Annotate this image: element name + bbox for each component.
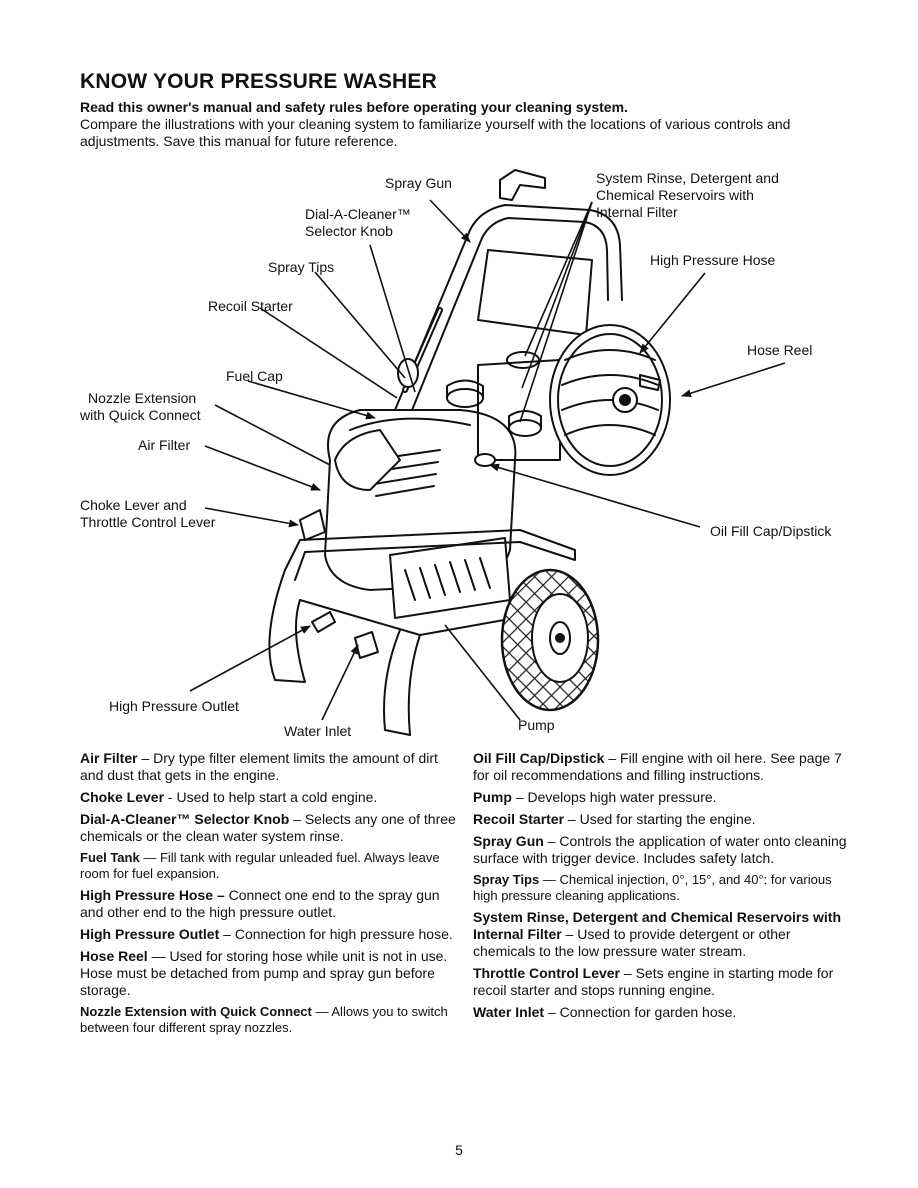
- definition-entry: Oil Fill Cap/Dipstick – Fill engine with…: [473, 750, 853, 784]
- definition-text: — Allows you to switch between four diff…: [80, 1004, 448, 1035]
- rear-panel: [477, 249, 593, 336]
- base-frame: [284, 529, 576, 581]
- definition-term: High Pressure Outlet: [80, 926, 220, 942]
- label-nozzle-extension-line1: Nozzle Extension: [88, 390, 196, 406]
- definition-term: High Pressure Hose –: [80, 887, 225, 903]
- definition-entry: Dial-A-Cleaner™ Selector Knob – Selects …: [80, 811, 460, 845]
- definition-text: – Develops high water pressure.: [511, 789, 717, 805]
- label-high-pressure-hose: High Pressure Hose: [650, 252, 775, 268]
- choke-lever: [299, 509, 326, 541]
- definition-text: – Used to provide detergent or other che…: [473, 926, 791, 959]
- label-dial-a-cleaner-line1: Dial-A-Cleaner™: [305, 206, 411, 222]
- definitions-right-column: Oil Fill Cap/Dipstick – Fill engine with…: [473, 750, 853, 1026]
- reservoir-cap-2: [508, 419, 542, 437]
- label-system-rinse-line1: System Rinse, Detergent and: [596, 170, 779, 186]
- definition-entry: High Pressure Hose – Connect one end to …: [80, 887, 460, 921]
- definition-term: Choke Lever: [80, 789, 165, 805]
- outlet-fitting: [311, 611, 336, 633]
- definition-entry: Recoil Starter – Used for starting the e…: [473, 811, 853, 828]
- definition-text: — Fill tank with regular unleaded fuel. …: [80, 850, 440, 881]
- front-leg: [268, 569, 306, 683]
- label-nozzle-extension-line2: with Quick Connect: [79, 407, 201, 423]
- definition-text: — Used for storing hose while unit is no…: [80, 948, 448, 998]
- definition-term: Oil Fill Cap/Dipstick: [473, 750, 605, 766]
- definition-entry: Pump – Develops high water pressure.: [473, 789, 853, 806]
- leader-lines: [189, 199, 786, 721]
- definition-text: — Chemical injection, 0°, 15°, and 40°: …: [473, 872, 832, 903]
- definition-entry: Air Filter – Dry type filter element lim…: [80, 750, 460, 784]
- pressure-washer-illustration: [268, 169, 671, 736]
- label-pump: Pump: [518, 717, 555, 733]
- label-recoil-starter: Recoil Starter: [208, 298, 293, 314]
- label-choke-line2: Throttle Control Lever: [80, 514, 216, 530]
- frame-handle: [394, 204, 623, 411]
- definition-entry: Nozzle Extension with Quick Connect — Al…: [80, 1004, 460, 1036]
- definition-text: – Used for starting the engine.: [564, 811, 756, 827]
- page-number: 5: [455, 1142, 463, 1158]
- lead-instruction: Read this owner's manual and safety rule…: [80, 99, 628, 115]
- definition-entry: System Rinse, Detergent and Chemical Res…: [473, 909, 853, 960]
- callout-labels: Spray Gun Dial-A-Cleaner™ Selector Knob …: [79, 170, 832, 739]
- definition-text: – Sets engine in starting mode for recoi…: [473, 965, 834, 998]
- definition-text: – Fill engine with oil here. See page 7 …: [473, 750, 842, 783]
- definition-text: – Dry type filter element limits the amo…: [80, 750, 438, 783]
- definition-term: Pump: [473, 789, 512, 805]
- recoil-starter: [397, 358, 419, 388]
- definition-term: Water Inlet: [473, 1004, 545, 1020]
- label-system-rinse-line3: Internal Filter: [596, 204, 678, 220]
- spray-gun: [499, 169, 546, 201]
- definition-term: Spray Tips: [473, 872, 540, 887]
- definitions-left-column: Air Filter – Dry type filter element lim…: [80, 750, 460, 1041]
- oil-fill-cap: [474, 453, 496, 467]
- label-water-inlet: Water Inlet: [284, 723, 351, 739]
- definition-term: Fuel Tank: [80, 850, 140, 865]
- pressure-washer-diagram: Spray Gun Dial-A-Cleaner™ Selector Knob …: [0, 160, 918, 750]
- label-fuel-cap: Fuel Cap: [226, 368, 283, 384]
- label-oil-fill: Oil Fill Cap/Dipstick: [710, 523, 832, 539]
- definition-entry: Spray Gun – Controls the application of …: [473, 833, 853, 867]
- definition-entry: Water Inlet – Connection for garden hose…: [473, 1004, 853, 1021]
- definition-term: Dial-A-Cleaner™ Selector Knob: [80, 811, 290, 827]
- definition-text: – Connection for garden hose.: [544, 1004, 737, 1020]
- label-spray-gun: Spray Gun: [385, 175, 452, 191]
- label-choke-line1: Choke Lever and: [80, 497, 187, 513]
- definition-entry: Fuel Tank — Fill tank with regular unlea…: [80, 850, 460, 882]
- definition-term: Nozzle Extension with Quick Connect: [80, 1004, 312, 1019]
- definition-term: Spray Gun: [473, 833, 544, 849]
- definition-term: Throttle Control Lever: [473, 965, 621, 981]
- definition-entry: Spray Tips — Chemical injection, 0°, 15°…: [473, 872, 853, 904]
- label-air-filter: Air Filter: [138, 437, 190, 453]
- definition-term: Recoil Starter: [473, 811, 565, 827]
- air-filter-cover: [334, 429, 401, 491]
- definition-term: Hose Reel: [80, 948, 148, 964]
- label-high-pressure-outlet: High Pressure Outlet: [109, 698, 239, 714]
- label-hose-reel: Hose Reel: [747, 342, 812, 358]
- definition-text: – Controls the application of water onto…: [473, 833, 847, 866]
- definition-text: - Used to help start a cold engine.: [164, 789, 378, 805]
- definition-entry: Choke Lever - Used to help start a cold …: [80, 789, 460, 806]
- label-system-rinse-line2: Chemical Reservoirs with: [596, 187, 754, 203]
- definition-text: – Selects any one of three chemicals or …: [80, 811, 456, 844]
- definition-entry: Throttle Control Lever – Sets engine in …: [473, 965, 853, 999]
- definition-text: – Connection for high pressure hose.: [219, 926, 453, 942]
- label-dial-a-cleaner-line2: Selector Knob: [305, 223, 393, 239]
- label-spray-tips: Spray Tips: [268, 259, 334, 275]
- intro-paragraph: Compare the illustrations with your clea…: [80, 116, 791, 149]
- inlet-fitting: [354, 631, 379, 659]
- definition-entry: High Pressure Outlet – Connection for hi…: [80, 926, 460, 943]
- page-title: KNOW YOUR PRESSURE WASHER: [80, 70, 437, 93]
- definition-term: System Rinse, Detergent and Chemical Res…: [473, 909, 842, 942]
- definition-term: Air Filter: [80, 750, 138, 766]
- diagram-svg: Spray Gun Dial-A-Cleaner™ Selector Knob …: [79, 169, 832, 739]
- definition-text: Connect one end to the spray gun and oth…: [80, 887, 440, 920]
- definition-entry: Hose Reel — Used for storing hose while …: [80, 948, 460, 999]
